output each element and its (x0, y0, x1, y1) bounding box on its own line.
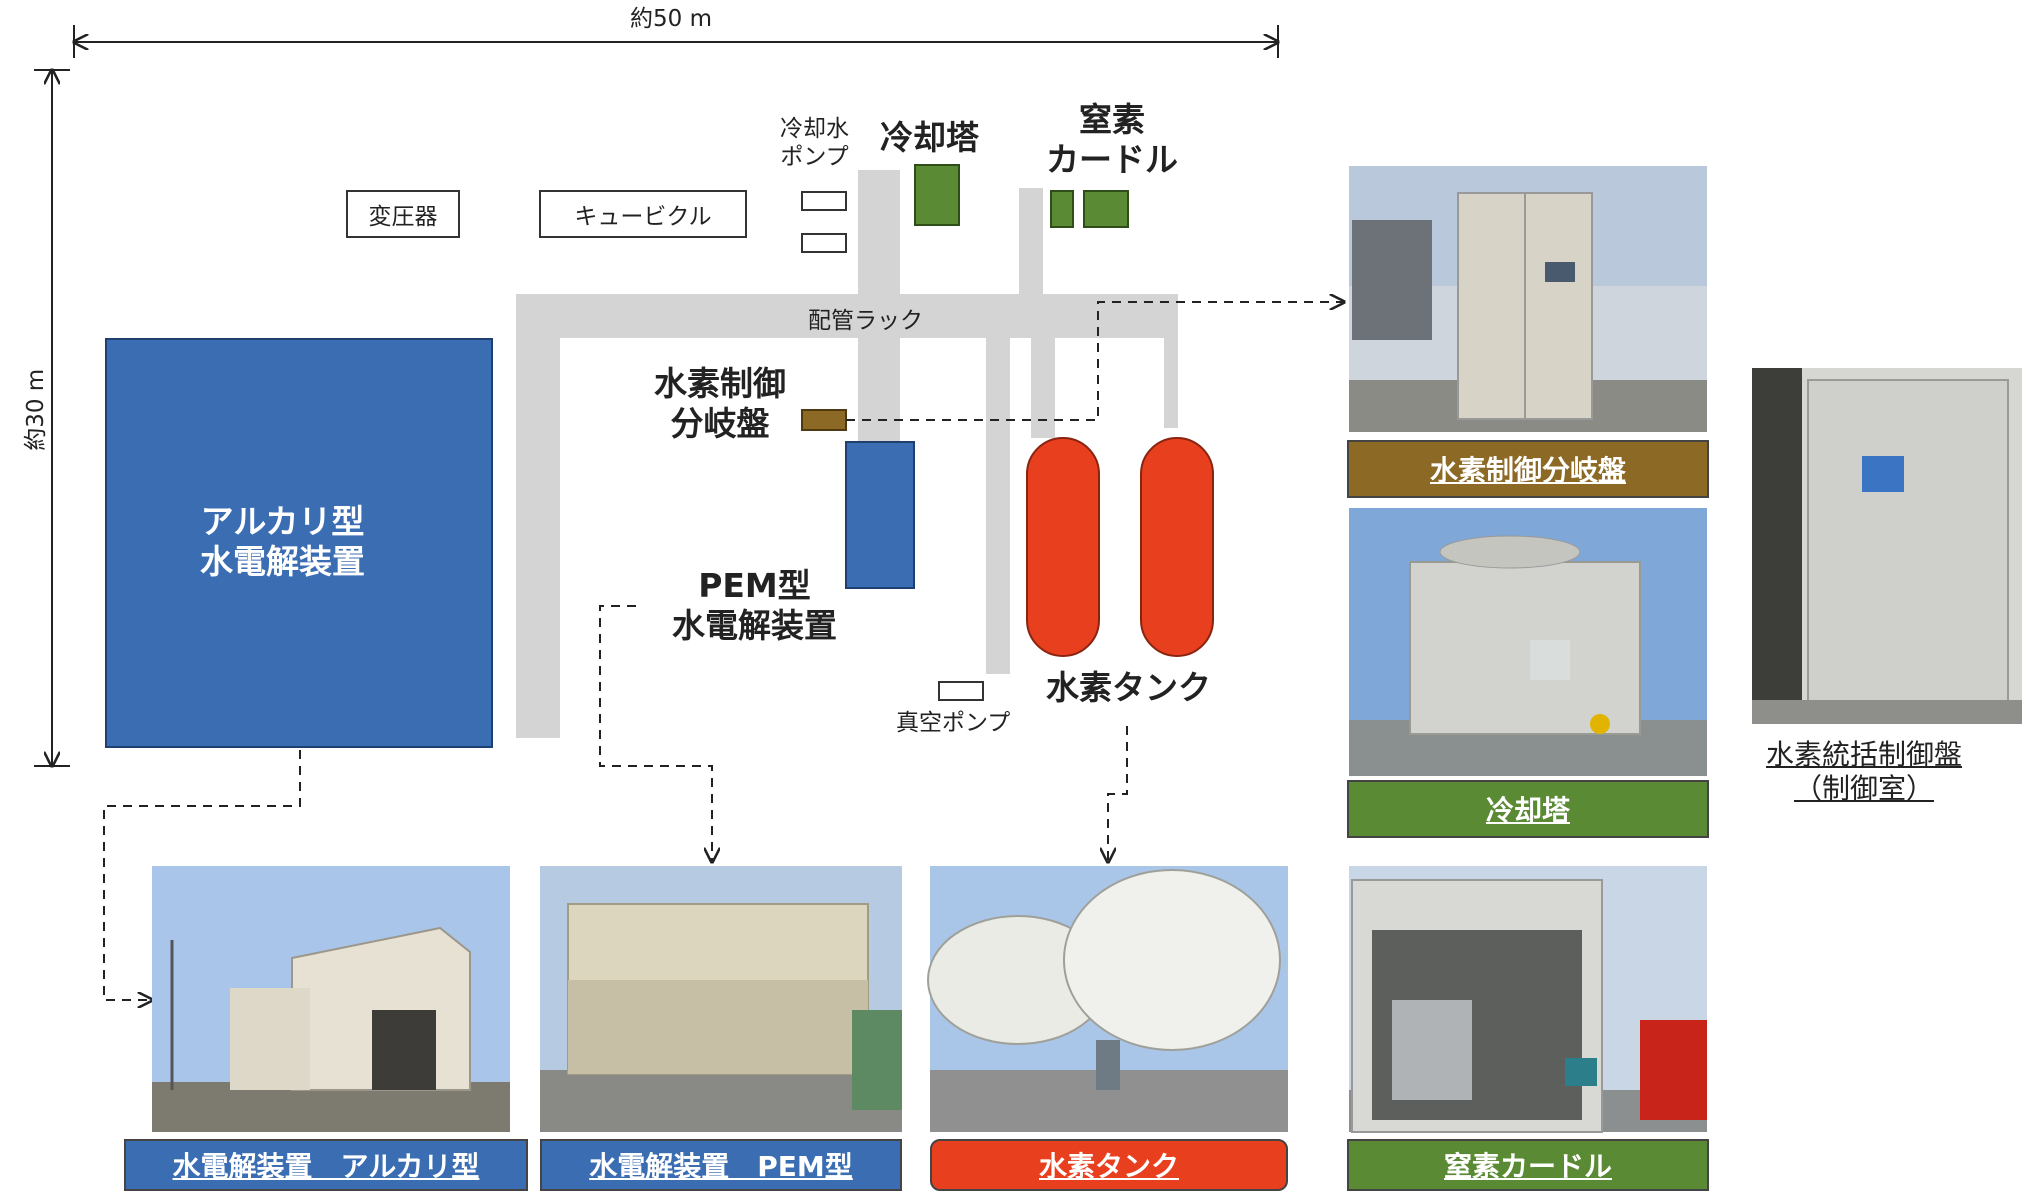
h2-control-branch-label: 水素制御 分岐盤 (654, 364, 786, 443)
hydrogen-tank-label: 水素タンク (1046, 668, 1211, 707)
caption-hydrogen-tank: 水素タンク (930, 1139, 1288, 1191)
caption-h2-control-branch: 水素制御分岐盤 (1347, 440, 1709, 498)
pem-unit-label: PEM型 水電解装置 (672, 566, 837, 645)
hydrogen-tank-2 (1140, 437, 1214, 657)
pem-unit-block (845, 441, 915, 589)
cubicle-box: キュービクル (539, 190, 747, 238)
connector-tank-photo (1108, 726, 1128, 862)
caption-integrated-control: 水素統括制御盤 （制御室） (1766, 738, 1963, 805)
vacuum-pump-block (938, 681, 984, 701)
connector-alkaline-photo (103, 750, 301, 1000)
caption-nitrogen-curdle: 窒素カードル (1347, 1139, 1709, 1191)
connector-pem-photo (599, 605, 712, 862)
cooling-pump-2 (801, 233, 847, 253)
cooling-tower-block (914, 164, 960, 226)
photo-h2-control-branch (1349, 166, 1707, 432)
width-dimension-line (74, 25, 1278, 58)
nitrogen-curdle-block-1 (1050, 190, 1074, 228)
height-dimension-line (34, 70, 70, 766)
alkaline-unit-block (105, 338, 493, 748)
caption-cooling-tower: 冷却塔 (1347, 780, 1709, 838)
cooling-pump-label: 冷却水 ポンプ (780, 116, 849, 170)
nitrogen-curdle-label: 窒素 カードル (1046, 100, 1178, 179)
cooling-tower-label: 冷却塔 (880, 118, 979, 157)
caption-alkaline: 水電解装置 アルカリ型 (124, 1139, 528, 1191)
photo-integrated-control (1752, 368, 2022, 724)
caption-pem: 水電解装置 PEM型 (540, 1139, 902, 1191)
cooling-pump-1 (801, 191, 847, 211)
photo-cooling-tower (1349, 508, 1707, 776)
hydrogen-tank-1 (1026, 437, 1100, 657)
photo-nitrogen-curdle (1349, 866, 1707, 1133)
pipe-rack-label: 配管ラック (808, 308, 923, 334)
alkaline-unit-label: アルカリ型 水電解装置 (200, 502, 365, 581)
width-dimension-label: 約50 m (630, 6, 712, 32)
h2-control-branch-block (801, 409, 847, 431)
pipe-rack (516, 170, 1178, 738)
nitrogen-curdle-block-2 (1083, 190, 1129, 228)
photo-hydrogen-tank (927, 866, 1288, 1132)
photo-alkaline (152, 866, 510, 1132)
height-dimension-label: 約30 m (23, 368, 50, 451)
photo-pem (540, 866, 902, 1132)
transformer-box: 変圧器 (346, 190, 460, 238)
vacuum-pump-label: 真空ポンプ (896, 710, 1011, 736)
connector-h2-branch-photo (846, 302, 1344, 421)
